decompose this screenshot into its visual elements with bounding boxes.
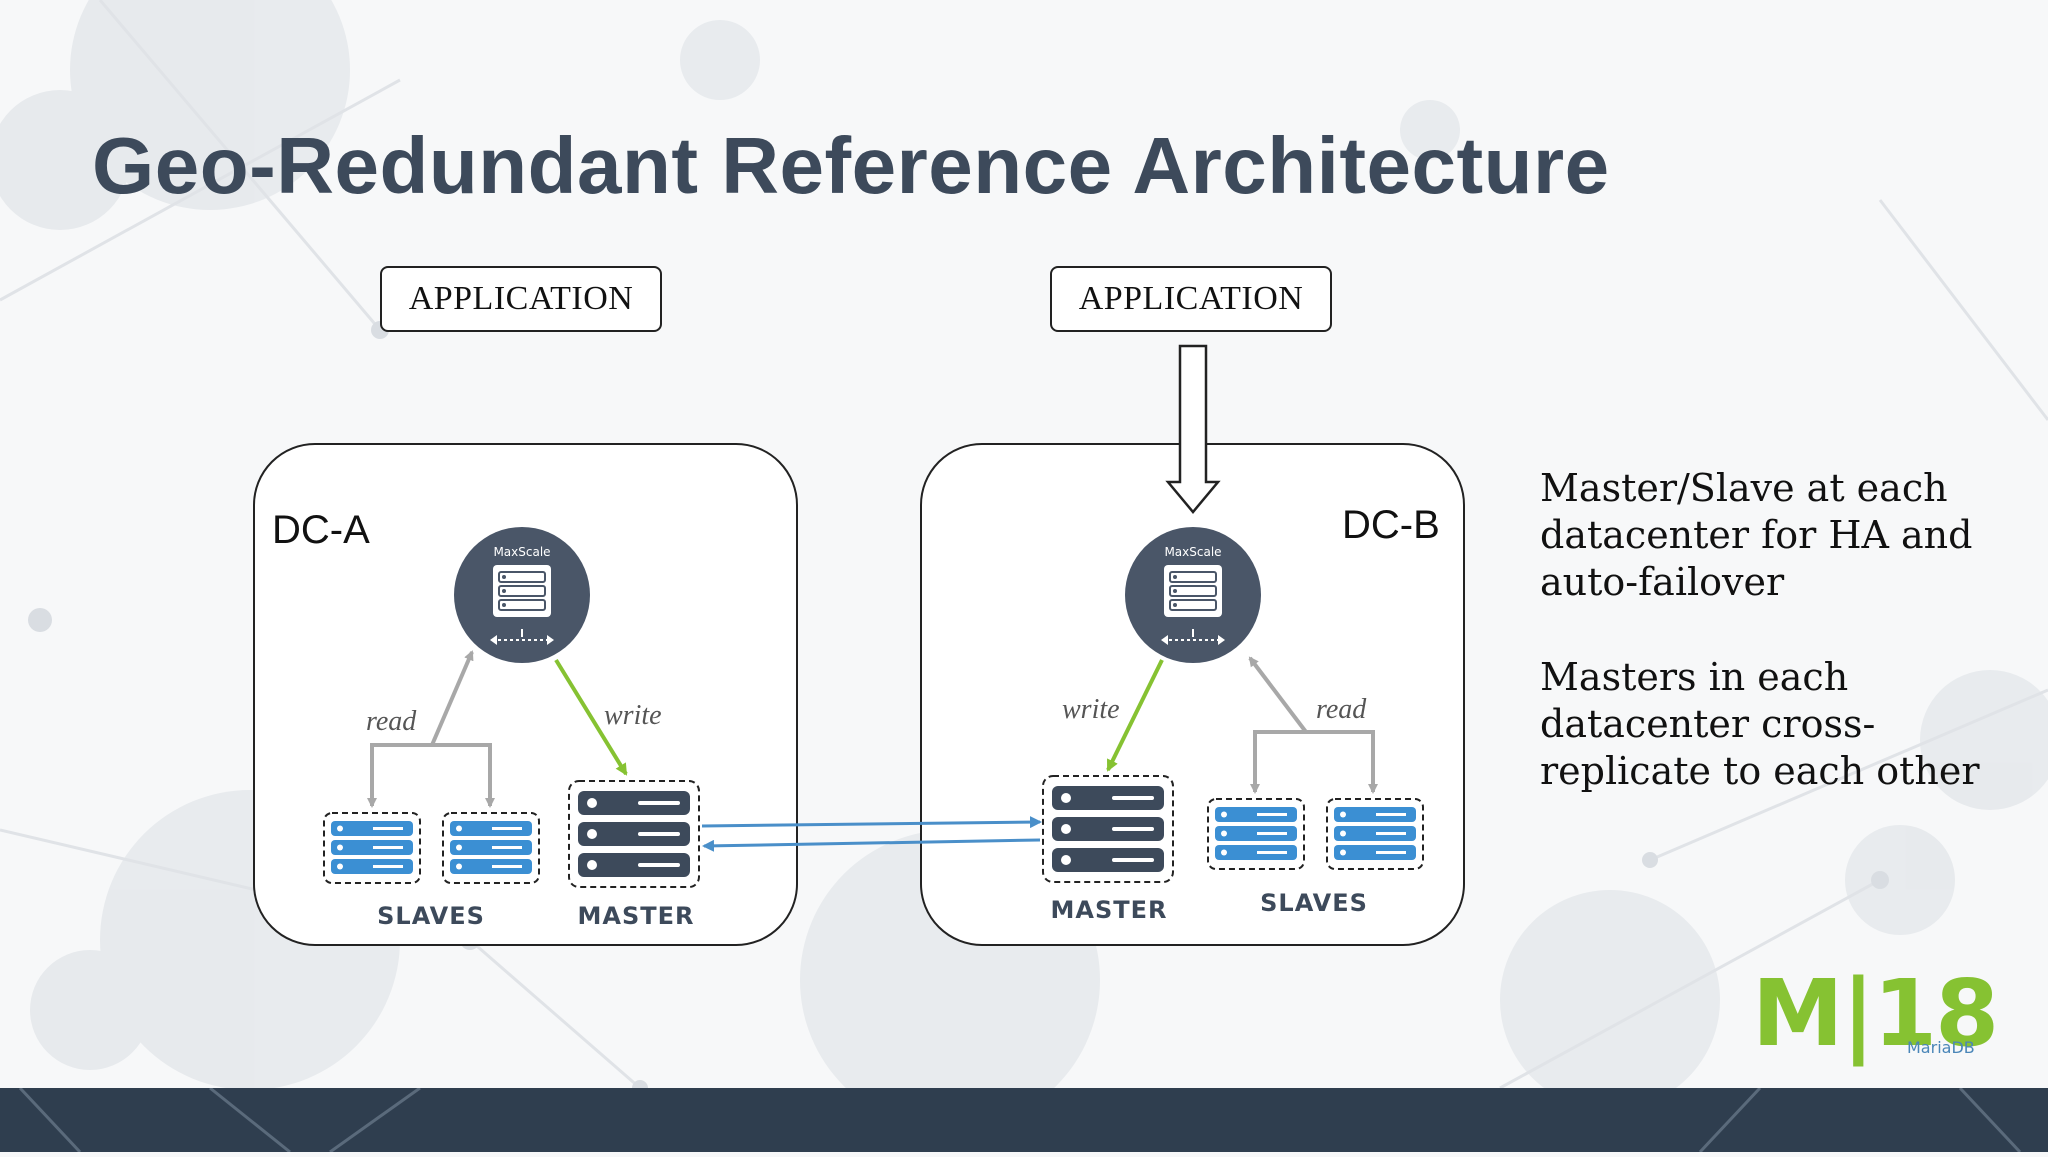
footer-band: [0, 1086, 2048, 1154]
slide-title: Geo-Redundant Reference Architecture: [92, 121, 1610, 210]
logo-mark: M|18: [1752, 960, 1999, 1067]
write-label-a: write: [604, 700, 662, 731]
slaves-label-b: SLAVES: [1260, 889, 1368, 917]
application-box-a: APPLICATION: [380, 266, 662, 332]
slave-server-b1: [1207, 798, 1305, 870]
logo-sub: MariaDB: [1907, 1038, 1975, 1057]
note-ha-failover: Master/Slave at each datacenter for HA a…: [1540, 466, 1973, 604]
datacenter-a-label: DC-A: [272, 508, 370, 552]
maxscale-b-label: MaxScale: [1164, 545, 1221, 559]
slave-server-a1: [323, 812, 421, 884]
slave-server-b2: [1326, 798, 1424, 870]
note-cross-replicate: Masters in each datacenter cross-replica…: [1540, 655, 1980, 793]
slave-server-a2: [442, 812, 540, 884]
write-label-b: write: [1062, 694, 1120, 725]
master-server-a: [568, 780, 700, 888]
read-label-a: read: [366, 706, 417, 737]
master-label-b: MASTER: [1050, 896, 1168, 924]
datacenter-b-label: DC-B: [1342, 503, 1440, 547]
mariadb-m18-logo: M|18 MariaDB: [1752, 960, 1999, 1080]
application-box-b: APPLICATION: [1050, 266, 1332, 332]
datacenter-b-box: [920, 443, 1465, 946]
notes-panel: Master/Slave at each datacenter for HA a…: [1540, 465, 2020, 843]
maxscale-proxy-b: MaxScale: [1125, 527, 1261, 663]
maxscale-proxy-a: MaxScale: [454, 527, 590, 663]
footer-network-pattern: [18, 1086, 2022, 1154]
master-server-b: [1042, 775, 1174, 883]
slaves-label-a: SLAVES: [377, 902, 485, 930]
read-label-b: read: [1316, 694, 1367, 725]
master-label-a: MASTER: [577, 902, 695, 930]
maxscale-a-label: MaxScale: [493, 545, 550, 559]
